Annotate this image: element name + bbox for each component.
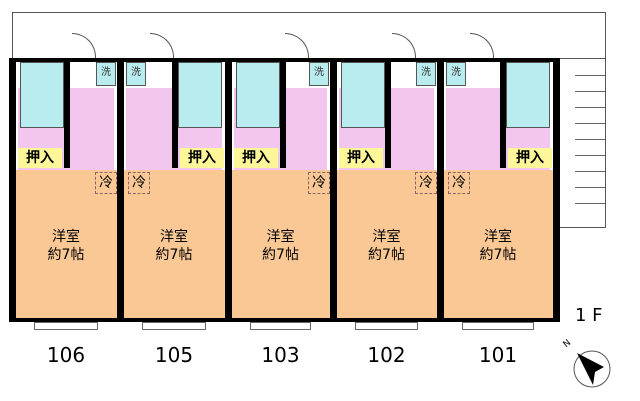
room-106 <box>12 170 120 322</box>
room-size: 約7帖 <box>368 247 405 263</box>
washer-space: 洗 <box>126 62 146 86</box>
stair-step <box>575 75 605 76</box>
unit-wall <box>553 58 560 322</box>
closet-label: 押入 <box>339 148 383 168</box>
window <box>462 322 534 330</box>
room-103 <box>228 170 333 322</box>
stair-step <box>575 203 605 204</box>
unit-wall <box>9 58 16 322</box>
partition-wall <box>64 58 70 168</box>
washer-space: 洗 <box>416 62 436 86</box>
bathroom <box>236 62 280 128</box>
washer-space: 洗 <box>96 62 116 86</box>
stair-step <box>575 123 605 124</box>
stair-step <box>575 187 605 188</box>
unit-wall <box>437 58 444 322</box>
fridge-space: 冷 <box>95 172 117 194</box>
room-102 <box>333 170 440 322</box>
washer-space: 洗 <box>446 62 466 86</box>
bottom-wall <box>12 318 556 322</box>
fridge-space: 冷 <box>308 172 330 194</box>
bathroom <box>506 62 550 128</box>
room-size: 約7帖 <box>47 247 85 263</box>
window <box>355 322 418 330</box>
compass: N <box>562 338 611 388</box>
unit-wall <box>330 58 337 322</box>
stair-step <box>575 171 605 172</box>
closet-label: 押入 <box>18 148 62 168</box>
room-101 <box>440 170 556 322</box>
stair-step <box>575 91 605 92</box>
unit-number: 102 <box>367 343 406 367</box>
unit-number: 106 <box>46 343 86 367</box>
partition-wall <box>385 58 391 168</box>
closet-label: 押入 <box>234 148 278 168</box>
room-type: 洋室 <box>160 229 188 245</box>
bathroom <box>20 62 64 128</box>
window <box>142 322 206 330</box>
window <box>34 322 98 330</box>
room-type: 洋室 <box>52 229 80 245</box>
room-type: 洋室 <box>484 229 512 245</box>
floor-label: 1 F <box>575 305 603 326</box>
stair-step <box>575 155 605 156</box>
unit-wall <box>117 58 124 322</box>
unit-wall <box>225 58 232 322</box>
room-105 <box>120 170 228 322</box>
room-size: 約7帖 <box>155 247 193 263</box>
partition-wall <box>500 58 506 168</box>
room-size: 約7帖 <box>262 247 299 263</box>
closet-label: 押入 <box>508 148 552 168</box>
room-type: 洋室 <box>372 229 401 245</box>
north-arrow-icon <box>573 350 611 388</box>
unit-number: 105 <box>154 343 194 367</box>
washer-space: 洗 <box>309 62 329 86</box>
stair-step <box>575 139 605 140</box>
fridge-space: 冷 <box>128 172 150 194</box>
room-size: 約7帖 <box>479 247 517 263</box>
room-type: 洋室 <box>266 229 295 245</box>
fridge-space: 冷 <box>448 172 470 194</box>
window <box>250 322 311 330</box>
fridge-space: 冷 <box>415 172 437 194</box>
top-wall <box>12 58 556 62</box>
partition-wall <box>172 58 178 168</box>
unit-number: 103 <box>261 343 300 367</box>
bathroom <box>341 62 385 128</box>
closet-label: 押入 <box>180 148 224 168</box>
bathroom <box>178 62 222 128</box>
unit-number: 101 <box>478 343 518 367</box>
site-outline <box>12 12 606 58</box>
staircase <box>556 58 606 228</box>
stair-step <box>575 107 605 108</box>
partition-wall <box>280 58 286 168</box>
